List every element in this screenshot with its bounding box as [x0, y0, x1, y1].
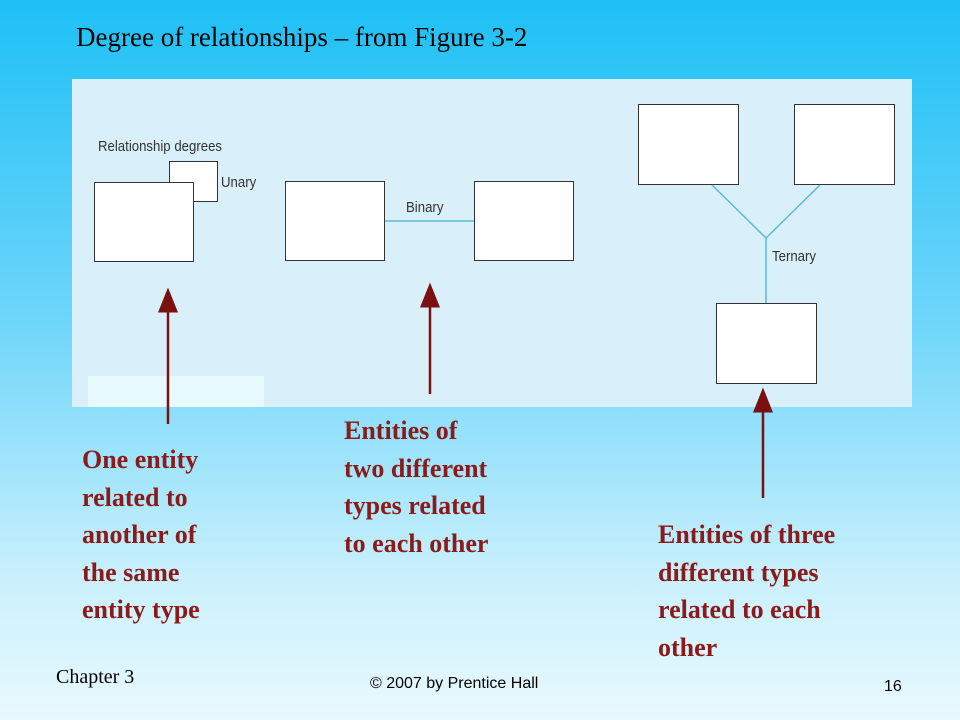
ternary-connector-right [765, 184, 821, 239]
binary-callout-line: Entities of [344, 416, 458, 445]
footer-chapter: Chapter 3 [56, 666, 135, 688]
unary-entity-main [94, 182, 194, 262]
figure-heading: Relationship degrees [98, 138, 223, 155]
binary-callout-line: two different [344, 453, 488, 483]
unary-callout-line: another of [82, 520, 197, 549]
binary-label: Binary [406, 199, 444, 216]
ternary-callout-line: other [658, 632, 718, 662]
unary-label: Unary [221, 174, 257, 191]
binary-entity-left [285, 181, 385, 261]
slide-title: Degree of relationships – from Figure 3-… [76, 22, 528, 52]
ternary-callout-line: related to each [658, 595, 821, 624]
ternary-callout: Entities of three different types relate… [658, 516, 835, 666]
unary-callout-line: One entity [82, 445, 199, 474]
binary-callout-line: types related [344, 491, 486, 520]
binary-entity-right [474, 181, 574, 261]
binary-callout: Entities of two different types related … [344, 412, 488, 562]
unary-callout: One entity related to another of the sam… [82, 441, 200, 629]
ternary-label: Ternary [772, 248, 817, 265]
footer-copyright: © 2007 by Prentice Hall [370, 675, 539, 692]
unary-callout-line: related to [82, 482, 188, 512]
ternary-entity-bottom [716, 303, 817, 384]
unary-callout-line: the same [82, 557, 180, 587]
ternary-callout-line: Entities of three [658, 520, 836, 549]
binary-callout-line: to each other [344, 528, 489, 558]
unary-callout-line: entity type [82, 595, 200, 624]
ternary-entity-top-left [638, 104, 739, 185]
ternary-connector-left [711, 184, 767, 239]
figure-panel-gap [88, 376, 264, 407]
ternary-callout-line: different types [658, 557, 819, 587]
ternary-entity-top-right [794, 104, 895, 185]
footer-page-number: 16 [884, 678, 902, 695]
